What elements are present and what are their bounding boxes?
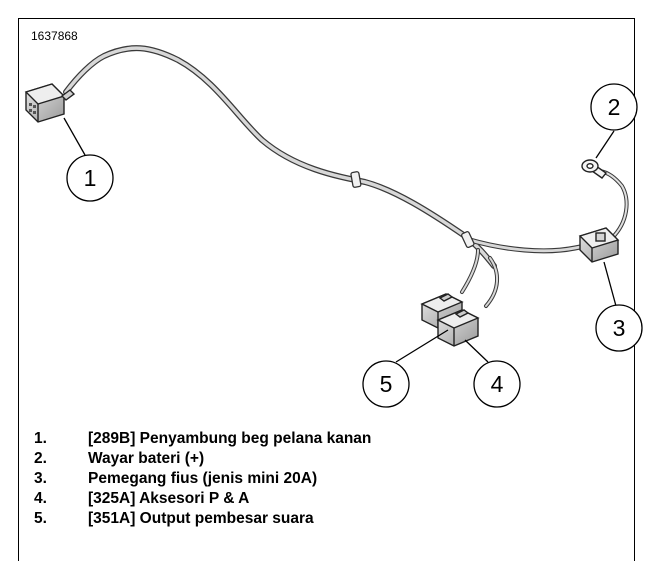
legend-number: 5.	[34, 510, 47, 527]
legend-item: 5. [351A] Output pembesar suara	[34, 509, 371, 529]
legend-text: Wayar bateri (+)	[88, 450, 205, 467]
cable-tie	[350, 171, 475, 249]
callout-3: 3	[595, 304, 643, 352]
legend-text: [289B] Penyambung beg pelana kanan	[88, 430, 372, 447]
wiring-harness-diagram: 1 2 3 4 5	[24, 45, 643, 408]
callout-5: 5	[362, 360, 410, 408]
legend-number: 2.	[34, 450, 47, 467]
callout-2: 2	[590, 83, 638, 131]
svg-text:1: 1	[84, 165, 97, 191]
legend-number: 3.	[34, 470, 47, 487]
svg-text:2: 2	[608, 94, 621, 120]
callout-4: 4	[473, 360, 521, 408]
saddlebag-connector	[24, 83, 76, 123]
legend-number: 4.	[34, 490, 47, 507]
harness-main-cable	[63, 45, 497, 269]
connector-lead-wires	[460, 248, 499, 308]
fuse-holder	[578, 227, 620, 263]
legend-text: Pemegang fius (jenis mini 20A)	[88, 470, 318, 487]
svg-text:4: 4	[491, 371, 504, 397]
legend-item: 1. [289B] Penyambung beg pelana kanan	[34, 429, 371, 449]
legend-text: [325A] Aksesori P & A	[88, 490, 250, 507]
figure-id: 1637868	[31, 29, 78, 43]
legend-item: 3. Pemegang fius (jenis mini 20A)	[34, 469, 371, 489]
figure-frame	[18, 18, 635, 561]
legend-item: 4. [325A] Aksesori P & A	[34, 489, 371, 509]
parts-legend: 1. [289B] Penyambung beg pelana kanan 2.…	[34, 429, 371, 529]
legend-text: [351A] Output pembesar suara	[88, 510, 314, 527]
accessory-connector	[436, 309, 480, 347]
legend-item: 2. Wayar bateri (+)	[34, 449, 371, 469]
ring-terminal	[581, 159, 608, 179]
legend-number: 1.	[34, 430, 47, 447]
callout-leader-lines	[63, 117, 617, 363]
svg-text:5: 5	[380, 371, 393, 397]
svg-text:3: 3	[613, 315, 626, 341]
callout-1: 1	[66, 154, 114, 202]
